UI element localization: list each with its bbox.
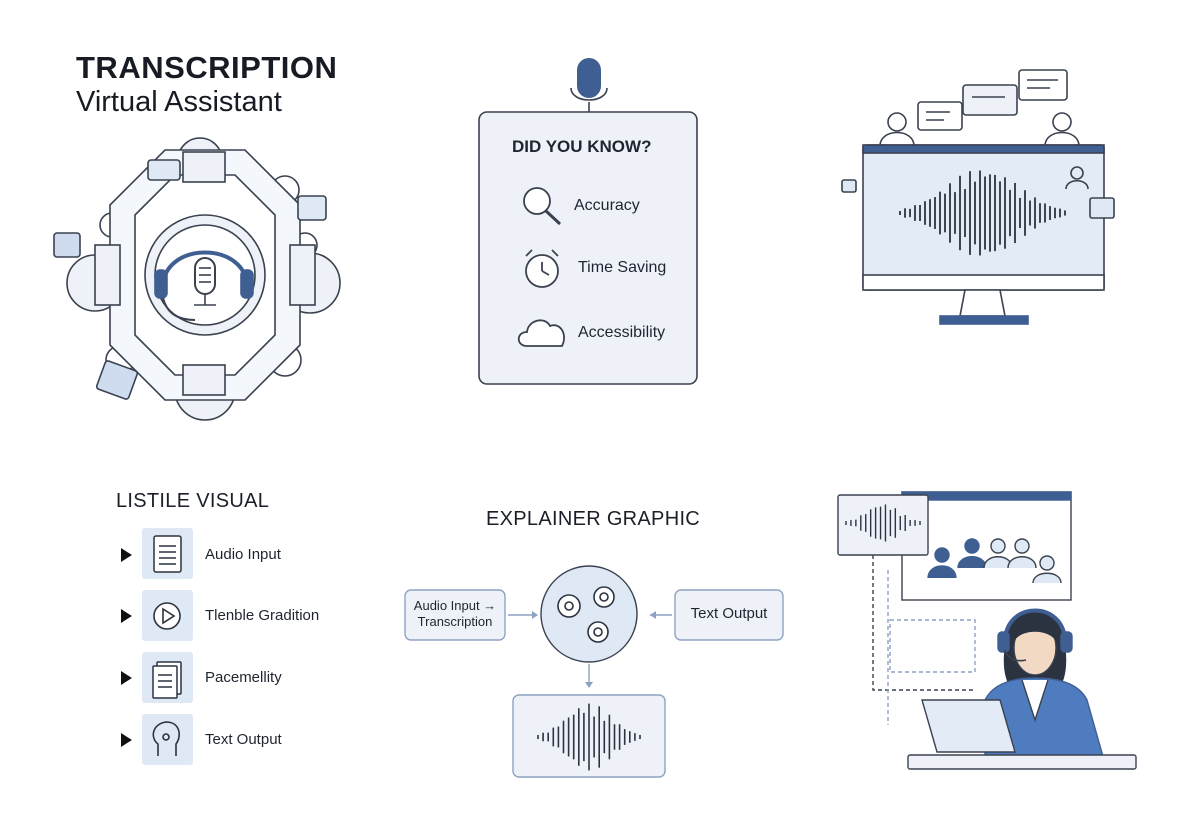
play-icon <box>153 602 181 630</box>
did-you-know-heading: DID YOU KNOW? <box>512 137 652 156</box>
cloud-icon <box>517 319 565 347</box>
explainer-waveform <box>537 703 641 771</box>
list-item-label: Pacemellity <box>205 669 282 686</box>
monitor-illustration <box>841 69 1115 325</box>
listicle-icons <box>121 528 193 765</box>
explainer-graphic <box>404 565 784 778</box>
bullet-arrow-icon <box>121 671 132 685</box>
bullet-arrow-icon <box>121 733 132 747</box>
notepad-icon <box>153 535 182 573</box>
explainer-title: EXPLAINER GRAPHIC <box>486 508 701 530</box>
alarm-clock-icon <box>525 249 559 288</box>
microphone-icon <box>577 58 601 98</box>
listicle-title: LISTILE VISUAL <box>116 490 270 512</box>
fact-time-saving-label: Time Saving <box>578 259 667 276</box>
list-item-label: Audio Input <box>205 546 281 563</box>
monitor-waveform <box>899 170 1066 256</box>
list-item-label: Text Output <box>205 731 282 748</box>
list-item-label: Tlenble Gradition <box>205 607 320 624</box>
explainer-input-line1: Audio Input → <box>413 598 497 613</box>
explainer-input-box: Audio Input → Transcription <box>405 598 505 630</box>
gears-icon <box>557 586 615 643</box>
agent-card-waveform <box>845 504 921 542</box>
fact-accessibility-label: Accessibility <box>578 324 666 341</box>
explainer-output-label: Text Output <box>690 605 768 622</box>
magnifier-icon <box>523 187 562 226</box>
bullet-arrow-icon <box>121 609 132 623</box>
fact-accuracy-label: Accuracy <box>574 197 640 214</box>
page-subtitle: Virtual Assistant <box>76 86 282 118</box>
bullet-arrow-icon <box>121 548 132 562</box>
explainer-input-line2: Transcription <box>417 614 493 629</box>
head-profile-icon <box>152 721 180 756</box>
page-title: TRANSCRIPTION <box>76 50 338 85</box>
octagon-hub-illustration <box>53 137 341 421</box>
did-you-know-card <box>478 58 698 385</box>
document-stack-icon <box>152 661 182 699</box>
agent-illustration <box>837 491 1137 770</box>
